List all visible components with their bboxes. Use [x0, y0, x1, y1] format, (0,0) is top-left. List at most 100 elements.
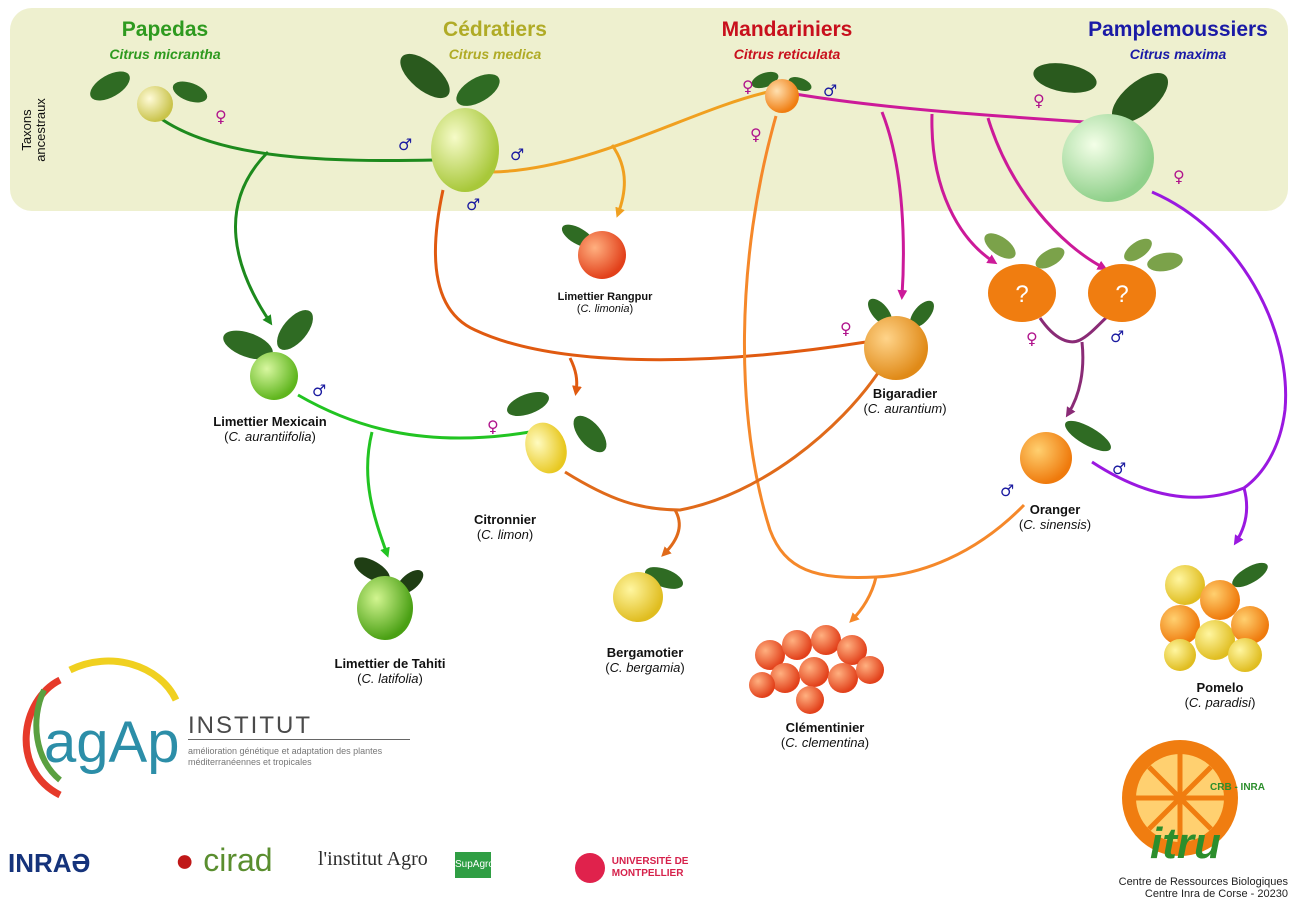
caption-line-2: Centre Inra de Corse - 20230 — [1144, 888, 1288, 900]
group-latin: Citrus medica — [448, 46, 542, 62]
arrow-to-citronnier — [568, 357, 582, 396]
supagro-logo: SupAgro — [455, 852, 494, 878]
node-bigaradier: Bigaradier (C. aurantium) — [830, 386, 980, 416]
node-latin: (C. aurantiifolia) — [224, 429, 316, 444]
svg-text:itru: itru — [1150, 819, 1221, 868]
um-icon — [575, 853, 605, 883]
cirad-label: cirad — [203, 842, 273, 878]
agap-subtitle: amélioration génétique et adaptation des… — [188, 746, 383, 767]
crb-caption: Centre de Ressources Biologiques Centre … — [1119, 876, 1288, 900]
arrow-to-rangpur — [610, 144, 626, 218]
unknown-2-mark: ? — [1115, 281, 1128, 308]
group-title: Pamplemoussiers — [1088, 18, 1268, 41]
group-title: Cédratiers — [443, 18, 547, 41]
arrow-to-tahiti — [366, 431, 390, 558]
male-symbol: ♂ — [312, 381, 326, 400]
fruit-mexicain — [223, 310, 313, 400]
fruit-pomelo — [1160, 562, 1269, 672]
node-rangpur: Limettier Rangpur (C. limonia) — [530, 291, 680, 315]
svg-text:CRB - INRA: CRB - INRA — [1210, 782, 1265, 793]
agap-divider — [188, 739, 410, 740]
universite-montpellier-logo: UNIVERSITÉ DE MONTPELLIER — [575, 853, 692, 883]
group-title: Mandariniers — [721, 18, 853, 41]
line-cedrat-mandarin — [491, 90, 769, 174]
node-latin: (C. limonia) — [576, 303, 634, 315]
arrow-to-clementinier — [849, 576, 878, 623]
node-name: Pomelo — [1196, 680, 1244, 695]
fruit-oranger — [1020, 420, 1111, 484]
line-citronnier-bigaradier — [564, 369, 882, 512]
fruit-mandarin — [751, 71, 812, 113]
male-symbol: ♂ — [823, 81, 837, 100]
institut-agro-logo: l'institut Agro — [318, 848, 428, 870]
female-symbol: ♀ — [742, 77, 754, 96]
fruit-cedrat — [400, 53, 500, 192]
caption-line-1: Centre de Ressources Biologiques — [1118, 876, 1288, 888]
inrae-logo: INRAƏ — [8, 848, 91, 878]
female-symbol: ♀ — [215, 107, 227, 126]
node-latin: (C. aurantium) — [863, 401, 947, 416]
line-cedrat-bigaradier — [434, 189, 867, 362]
sex-symbols: ♀ ♂ ♂ ♂ ♀ ♂ ♀ ♀ ♀ ♀ ♀ ♂ ♂ ♀ ♂ ♂ — [215, 77, 1185, 500]
fruit-papeda — [90, 71, 208, 122]
group-latin: Citrus micrantha — [109, 46, 221, 62]
node-name: Oranger — [1029, 502, 1081, 517]
node-latin: (C. sinensis) — [1018, 517, 1092, 532]
node-pomelo: Pomelo (C. paradisi) — [1160, 680, 1280, 710]
arrow-to-bergamotier — [661, 509, 681, 557]
fruit-rangpur — [561, 224, 626, 279]
fruit-bigaradier — [864, 298, 934, 380]
unknown-1-mark: ? — [1015, 281, 1028, 308]
line-unknowns-cross — [1038, 314, 1110, 344]
node-name: Limettier Rangpur — [557, 291, 653, 303]
line-mexicain-citronnier — [297, 393, 531, 440]
node-oranger: Oranger (C. sinensis) — [990, 502, 1120, 532]
cirad-logo: ● cirad — [175, 842, 273, 879]
arrow-to-bigaradier — [880, 111, 908, 300]
node-name: Limettier de Tahiti — [334, 656, 446, 671]
arrow-to-oranger — [1065, 341, 1085, 418]
fruit-clementinier — [749, 625, 884, 714]
male-symbol: ♂ — [1112, 459, 1126, 478]
node-clementinier: Clémentinier (C. clementina) — [750, 720, 900, 750]
group-title: Papedas — [121, 18, 209, 41]
arrow-to-unknown-2 — [986, 117, 1108, 270]
agap-institut-title: INSTITUT — [188, 712, 312, 739]
male-symbol: ♂ — [466, 195, 480, 214]
female-symbol: ♀ — [750, 125, 762, 144]
line-papeda-cedrat — [159, 116, 436, 162]
node-tahiti: Limettier de Tahiti (C. latifolia) — [305, 656, 475, 686]
node-name: Bergamotier — [606, 645, 684, 660]
fruit-citronnier — [507, 391, 607, 474]
fruit-unknown-1: ? — [984, 233, 1065, 322]
band-label-line-2: ancestraux — [33, 98, 48, 162]
female-symbol: ♀ — [487, 417, 499, 436]
node-latin: (C. latifolia) — [357, 671, 423, 686]
citrus-crb-logo: CRB - INRA itru — [1122, 740, 1265, 868]
female-symbol: ♀ — [840, 319, 852, 338]
node-mexicain: Limettier Mexicain (C. aurantiifolia) — [180, 414, 360, 444]
node-name: Limettier Mexicain — [213, 414, 327, 429]
node-latin: (C. clementina) — [780, 735, 870, 750]
arrow-to-unknown-1 — [930, 113, 998, 265]
arrow-to-mexicain — [234, 150, 273, 326]
line-oranger-pomelo — [1091, 460, 1245, 499]
fruit-tahiti — [354, 557, 424, 640]
male-symbol: ♂ — [1110, 327, 1124, 346]
female-symbol: ♀ — [1173, 167, 1185, 186]
line-mandarin-pamplemousse — [794, 92, 1086, 124]
female-symbol: ♀ — [1033, 91, 1045, 110]
agap-logo-mark: agAp — [22, 657, 179, 799]
group-latin: Citrus reticulata — [733, 46, 841, 62]
group-papedas: Papedas Citrus micrantha — [90, 18, 240, 62]
line-mandarin-clementinier — [742, 115, 1026, 579]
node-bergamotier: Bergamotier (C. bergamia) — [570, 645, 720, 675]
male-symbol: ♂ — [510, 145, 524, 164]
female-symbol: ♀ — [1026, 329, 1038, 348]
male-symbol: ♂ — [1000, 481, 1014, 500]
node-latin: (C. paradisi) — [1184, 695, 1256, 710]
node-latin: (C. bergamia) — [605, 660, 685, 675]
node-name: Bigaradier — [872, 386, 938, 401]
